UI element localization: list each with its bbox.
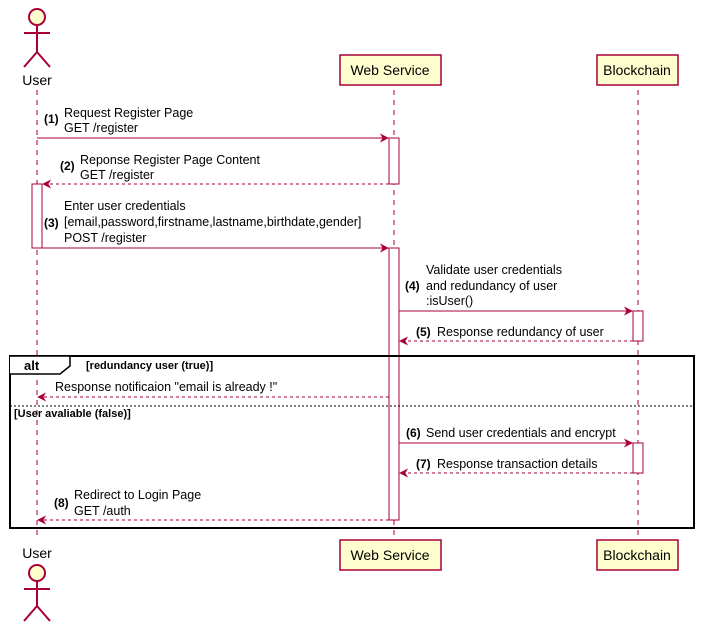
participant-user-label-top: User bbox=[22, 72, 52, 88]
message-line: Redirect to Login Page bbox=[74, 488, 201, 502]
participant-blockchain-bottom: Blockchain bbox=[596, 539, 679, 571]
message-number: (6) bbox=[406, 426, 421, 440]
message-5: (5) Response redundancy of user bbox=[399, 325, 633, 346]
message-3: (3) Enter user credentials [email,passwo… bbox=[42, 199, 389, 253]
alt-frame-tab bbox=[10, 355, 71, 375]
message-line: GET /register bbox=[80, 168, 154, 182]
participant-blockchain-top: Blockchain bbox=[596, 54, 679, 86]
message-line: Reponse Register Page Content bbox=[80, 153, 261, 167]
message-line: Enter user credentials bbox=[64, 199, 186, 213]
message-line: Validate user credentials bbox=[426, 263, 562, 277]
message-2: (2) Reponse Register Page Content GET /r… bbox=[42, 153, 389, 189]
participant-web-service-label-top: Web Service bbox=[350, 62, 429, 78]
user-actor-top: User bbox=[22, 8, 52, 88]
message-number: (8) bbox=[54, 496, 69, 510]
message-4: (4) Validate user credentials and redund… bbox=[399, 263, 633, 316]
participant-user-label-bottom: User bbox=[22, 545, 52, 561]
message-line: GET /register bbox=[64, 121, 138, 135]
message-number: (4) bbox=[405, 279, 420, 293]
message-line: Request Register Page bbox=[64, 106, 193, 120]
message-line: GET /auth bbox=[74, 504, 131, 518]
activation-web-1 bbox=[388, 137, 400, 185]
activation-blockchain-2 bbox=[632, 442, 644, 474]
message-line: Response redundancy of user bbox=[437, 325, 604, 339]
participant-web-service-bottom: Web Service bbox=[339, 539, 442, 571]
actor-icon bbox=[23, 564, 51, 622]
message-6: (6) Send user credentials and encrypt bbox=[399, 426, 633, 448]
participant-blockchain-label-bottom: Blockchain bbox=[603, 547, 671, 563]
participant-blockchain-label-top: Blockchain bbox=[603, 62, 671, 78]
alt-frame: alt [redundancy user (true)] [User avali… bbox=[9, 355, 695, 529]
activation-user bbox=[31, 183, 43, 249]
message-7: (7) Response transaction details bbox=[399, 457, 633, 478]
message-number: (2) bbox=[60, 159, 75, 173]
message-line: Response notificaion "email is already !… bbox=[55, 380, 277, 394]
participant-web-service-top: Web Service bbox=[339, 54, 442, 86]
alt-guard-1: [redundancy user (true)] bbox=[86, 360, 213, 372]
alt-guard-2: [User avaliable (false)] bbox=[14, 408, 131, 420]
message-8: (8) Redirect to Login Page GET /auth bbox=[37, 488, 389, 525]
message-notification: Response notificaion "email is already !… bbox=[37, 380, 389, 402]
message-number: (1) bbox=[44, 112, 59, 126]
activation-web-2 bbox=[388, 247, 400, 521]
message-1: (1) Request Register Page GET /register bbox=[37, 106, 389, 143]
message-line: [email,password,firstname,lastname,birth… bbox=[64, 215, 361, 229]
activation-blockchain-1 bbox=[632, 310, 644, 342]
message-line: POST /register bbox=[64, 231, 146, 245]
message-line: :isUser() bbox=[426, 294, 473, 308]
user-actor-bottom: User bbox=[22, 545, 52, 622]
message-line: and redundancy of user bbox=[426, 279, 557, 293]
message-number: (3) bbox=[44, 216, 59, 230]
message-number: (5) bbox=[416, 325, 431, 339]
message-number: (7) bbox=[416, 457, 431, 471]
actor-icon bbox=[23, 8, 51, 68]
message-line: Response transaction details bbox=[437, 457, 598, 471]
participant-web-service-label-bottom: Web Service bbox=[350, 547, 429, 563]
alt-frame-label: alt bbox=[24, 358, 40, 373]
message-line: Send user credentials and encrypt bbox=[426, 426, 616, 440]
